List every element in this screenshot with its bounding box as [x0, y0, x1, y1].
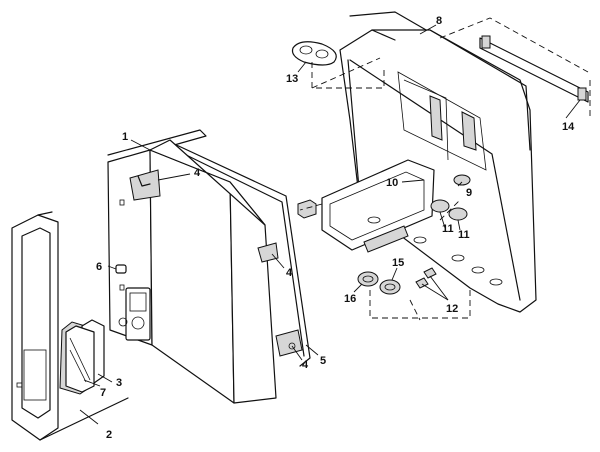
assembly-dashed-lines [299, 17, 591, 321]
callout-11b: 11 [458, 229, 470, 241]
fittings-15-16 [357, 267, 437, 295]
callout-1: 1 [122, 131, 128, 143]
cap-part-13 [291, 41, 337, 66]
callout-5: 5 [320, 355, 326, 367]
front-frame-part [11, 211, 129, 441]
rear-housing-part [321, 11, 537, 313]
plug-part-6 [115, 264, 127, 274]
terminal-block-part [297, 199, 317, 219]
callout-8: 8 [436, 15, 442, 27]
callout-11a: 11 [442, 223, 454, 235]
callout-6: 6 [96, 261, 102, 273]
callout-labels: 1 2 3 4 4 4 5 6 7 8 9 10 11 11 12 13 14 … [96, 15, 575, 441]
callout-4b: 4 [286, 267, 293, 279]
callout-4a: 4 [194, 167, 201, 179]
callout-15: 15 [392, 257, 404, 269]
main-housing-part [107, 129, 311, 404]
callout-16: 16 [344, 293, 356, 305]
callout-2: 2 [106, 429, 112, 441]
callout-9: 9 [466, 187, 472, 199]
callout-4c: 4 [302, 359, 309, 371]
callout-3: 3 [116, 377, 122, 389]
callout-12: 12 [446, 303, 458, 315]
callout-13: 13 [286, 73, 298, 85]
callout-7: 7 [100, 387, 106, 399]
bracket-part-14 [479, 35, 589, 103]
callout-10: 10 [386, 177, 398, 189]
panel-parts [59, 319, 105, 395]
callout-14: 14 [562, 121, 575, 133]
leader-lines [79, 24, 581, 425]
